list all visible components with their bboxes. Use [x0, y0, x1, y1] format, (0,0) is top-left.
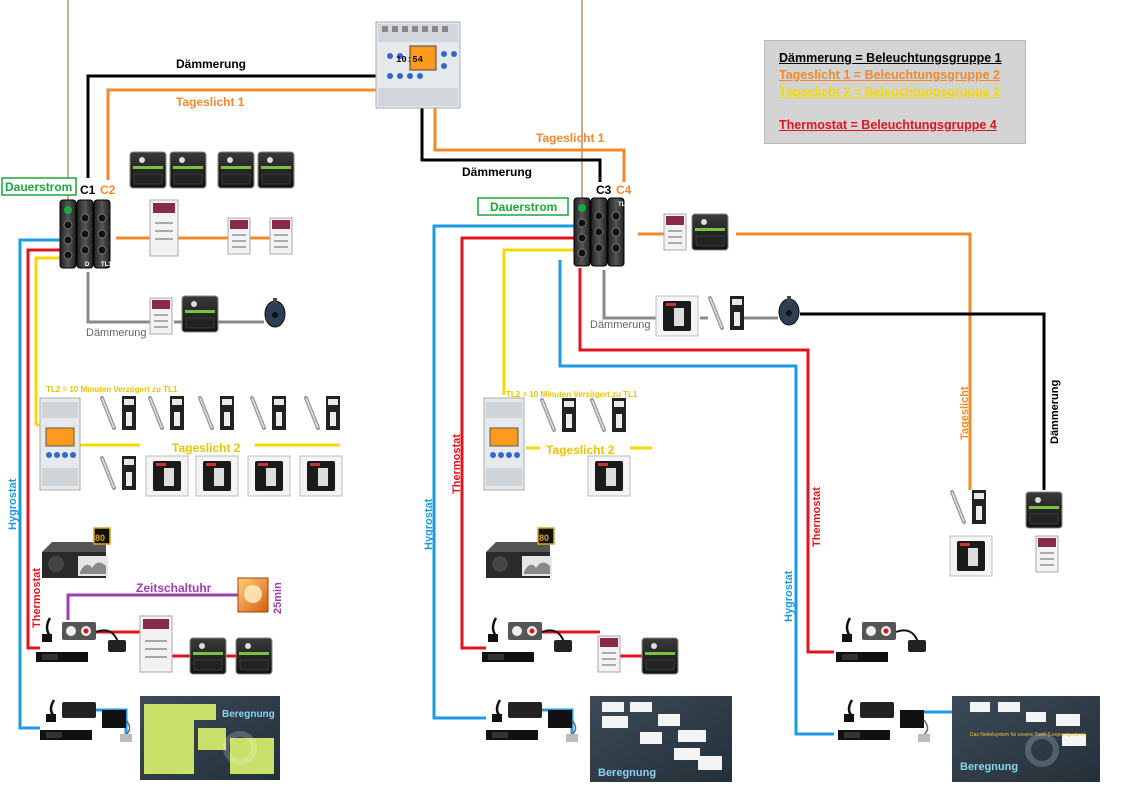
legend-line-1: Dämmerung = Beleuchtungsgruppe 1	[779, 51, 1002, 65]
lamp-box	[247, 455, 291, 497]
fogger-badge: 80	[95, 533, 105, 543]
lamp-box	[949, 535, 993, 577]
lamp-kit	[248, 394, 288, 432]
timer-display: 10:54	[396, 55, 424, 65]
label-thermostat-right: Thermostat	[811, 487, 823, 547]
solar-box	[181, 295, 219, 333]
label-thermostat-left: Thermostat	[31, 568, 43, 628]
lamp-box	[587, 455, 631, 497]
label-daemmerung-small-right: Dämmerung	[590, 319, 651, 331]
label-zeitschaltuhr: Zeitschaltuhr	[136, 581, 212, 595]
label-thermostat-mid: Thermostat	[451, 434, 463, 494]
thermostat-device	[480, 616, 574, 664]
label-daemmerung-top: Dämmerung	[176, 57, 246, 71]
ballast	[139, 615, 173, 673]
lamp-box	[145, 455, 189, 497]
lamp-box	[299, 455, 343, 497]
lamp-kit	[302, 394, 342, 432]
timer-tl2-left	[39, 397, 81, 491]
hygrostat-device	[836, 698, 932, 744]
lamp-box	[655, 295, 699, 337]
heat-bulb	[237, 577, 269, 613]
lamp-kit	[146, 394, 186, 432]
legend-line-2: Tageslicht 1 = Beleuchtungsgruppe 2	[779, 68, 1000, 82]
label-c3: C3	[596, 183, 612, 197]
timer-tl2-right	[483, 397, 525, 491]
thermostat-device	[34, 616, 128, 664]
beregnung-panel-right	[952, 696, 1100, 782]
panel-caption: Das Nebelsystem für unsere Tuski (Leopar…	[970, 732, 1085, 738]
strip-label-tl1: TL1	[101, 262, 112, 268]
dauerstrom-box-left	[1, 177, 77, 196]
hygrostat-device	[38, 698, 134, 744]
power-strip-left	[59, 199, 111, 269]
strip-label-tl1-right: TL1	[618, 202, 629, 208]
lamp-kit	[706, 294, 746, 332]
label-hygrostat-right: Hygrostat	[783, 570, 795, 622]
tl2-note-right: TL2 = 10 Minuten Verzögert zu TL1	[506, 390, 638, 399]
ballast	[227, 217, 251, 255]
lamp-box	[195, 455, 239, 497]
legend-gap	[779, 101, 1025, 117]
ballast	[269, 217, 293, 255]
ballast	[149, 199, 179, 257]
label-beregnung-right: Beregnung	[960, 761, 1018, 773]
air-pump	[778, 295, 800, 326]
beregnung-panel-left	[140, 696, 280, 780]
solar-box	[1025, 491, 1063, 529]
label-beregnung-mid: Beregnung	[598, 767, 656, 779]
label-daemmerung-small-left: Dämmerung	[86, 327, 147, 339]
label-hygrostat-mid: Hygrostat	[423, 498, 435, 550]
ballast	[597, 635, 621, 673]
label-c4: C4	[616, 183, 632, 197]
label-daemmerung-far: Dämmerung	[1049, 380, 1061, 444]
ballast	[663, 213, 687, 251]
solar-box	[641, 637, 679, 675]
ballast	[1035, 535, 1059, 573]
beregnung-panel-mid	[590, 696, 732, 782]
legend-box: Dämmerung = Beleuchtungsgruppe 1 Tagesli…	[764, 40, 1026, 144]
label-beregnung-left: Beregnung	[222, 709, 275, 720]
label-hygrostat-left: Hygrostat	[7, 478, 19, 530]
label-dauerstrom-left: Dauerstrom	[5, 180, 72, 194]
lamp-kit	[98, 454, 138, 492]
solar-box	[169, 151, 207, 189]
solar-box	[691, 213, 729, 251]
dauerstrom-box-right	[477, 197, 569, 216]
label-c2: C2	[100, 183, 116, 197]
legend-line-3: Tageslicht 2 = Beleuchtungsgruppe 2	[779, 85, 1000, 99]
label-tageslicht-far: Tageslicht	[959, 386, 971, 440]
tl2-note-left: TL2 = 10 Minuten Verzögert zu TL1	[46, 385, 178, 394]
hygrostat-device	[484, 698, 580, 744]
lamp-kit	[196, 394, 236, 432]
wires	[18, 0, 1046, 740]
label-tageslicht2-left: Tageslicht 2	[172, 441, 241, 455]
power-strip-right	[573, 197, 625, 267]
label-25min: 25min	[272, 582, 284, 614]
strip-label-d: D	[85, 262, 90, 268]
label-dauerstrom-right: Dauerstrom	[490, 200, 557, 214]
lamp-kit	[538, 396, 578, 434]
fogger-badge: 80	[539, 533, 549, 543]
lamp-kit	[98, 394, 138, 432]
ballast	[149, 297, 173, 335]
solar-box	[189, 637, 227, 675]
label-tageslicht2-right: Tageslicht 2	[546, 443, 615, 457]
label-tageslicht1-right: Tageslicht 1	[536, 131, 605, 145]
air-pump	[264, 297, 286, 328]
label-daemmerung-right: Dämmerung	[462, 165, 532, 179]
solar-box	[129, 151, 167, 189]
legend-line-4: Thermostat = Beleuchtungsgruppe 4	[779, 118, 997, 132]
main-timer-device	[375, 21, 461, 109]
lamp-kit	[948, 488, 988, 526]
label-tageslicht1-top: Tageslicht 1	[176, 95, 245, 109]
solar-box	[257, 151, 295, 189]
label-c1: C1	[80, 183, 96, 197]
solar-box	[217, 151, 255, 189]
thermostat-device	[834, 616, 928, 664]
lamp-kit	[588, 396, 628, 434]
solar-box	[235, 637, 273, 675]
